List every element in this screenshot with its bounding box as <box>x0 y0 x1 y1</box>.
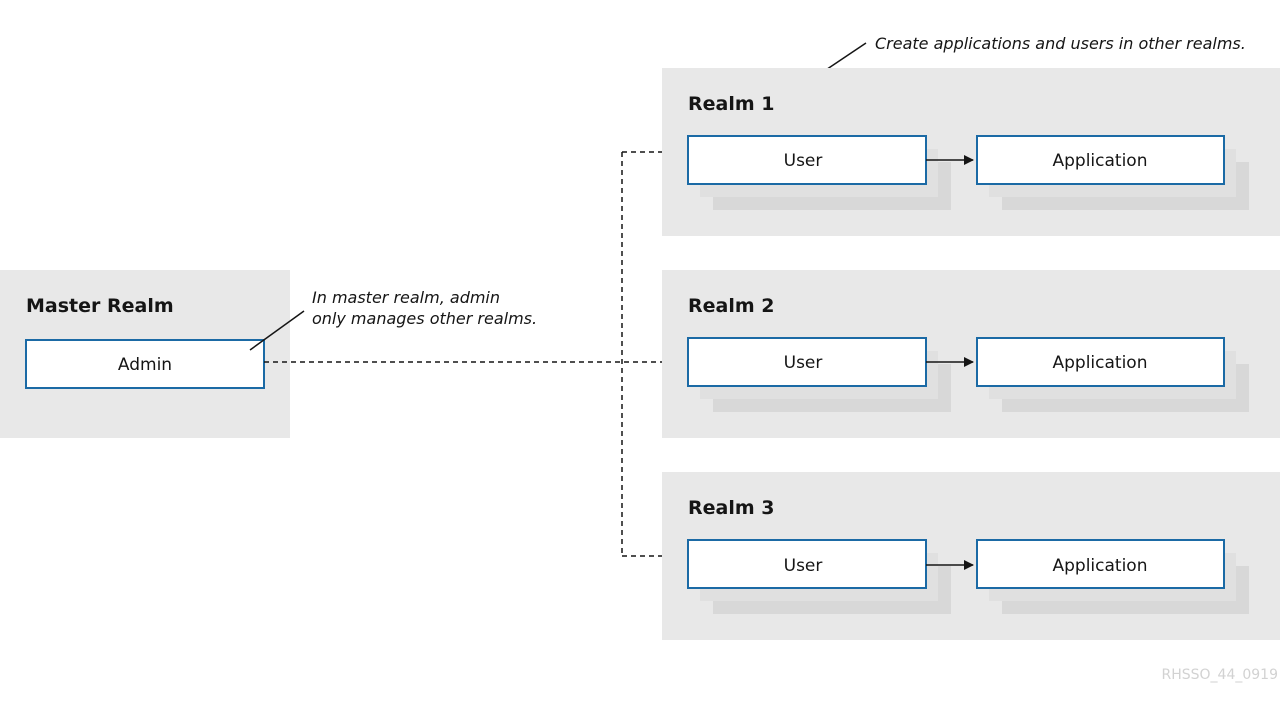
realm-2-user-label: User <box>784 353 823 373</box>
realm-3-application-box <box>976 539 1225 589</box>
realm-2-user-box <box>687 337 927 387</box>
figure-id-watermark: RHSSO_44_0919 <box>1162 667 1279 683</box>
realm-3-panel: Realm 3 User Application <box>662 472 1280 640</box>
master-note-pointer <box>249 310 305 351</box>
top-note: Create applications and users in other r… <box>875 34 1246 53</box>
realm-1-application-box <box>976 135 1225 185</box>
realm-1-user-label: User <box>784 151 823 171</box>
realm-3-user-box <box>687 539 927 589</box>
realm-2-application-box <box>976 337 1225 387</box>
admin-label: Admin <box>118 355 172 375</box>
realm-3-title: Realm 3 <box>688 497 774 519</box>
master-note-line1: In master realm, admin <box>312 288 500 307</box>
realm-1-panel: Realm 1 User Application <box>662 68 1280 236</box>
admin-box <box>25 339 265 389</box>
master-realm-title: Master Realm <box>26 295 174 317</box>
master-realm-panel: Master Realm Admin <box>0 270 290 438</box>
dashed-connectors <box>264 151 662 557</box>
realm-1-application-label: Application <box>1053 151 1148 171</box>
realm-3-application-label: Application <box>1053 556 1148 576</box>
realm-2-title: Realm 2 <box>688 295 774 317</box>
realm-1-title: Realm 1 <box>688 93 774 115</box>
realm-3-user-label: User <box>784 556 823 576</box>
realm-2-panel: Realm 2 User Application <box>662 270 1280 438</box>
realm-2-application-label: Application <box>1053 353 1148 373</box>
master-note-line2: only manages other realms. <box>312 309 537 328</box>
